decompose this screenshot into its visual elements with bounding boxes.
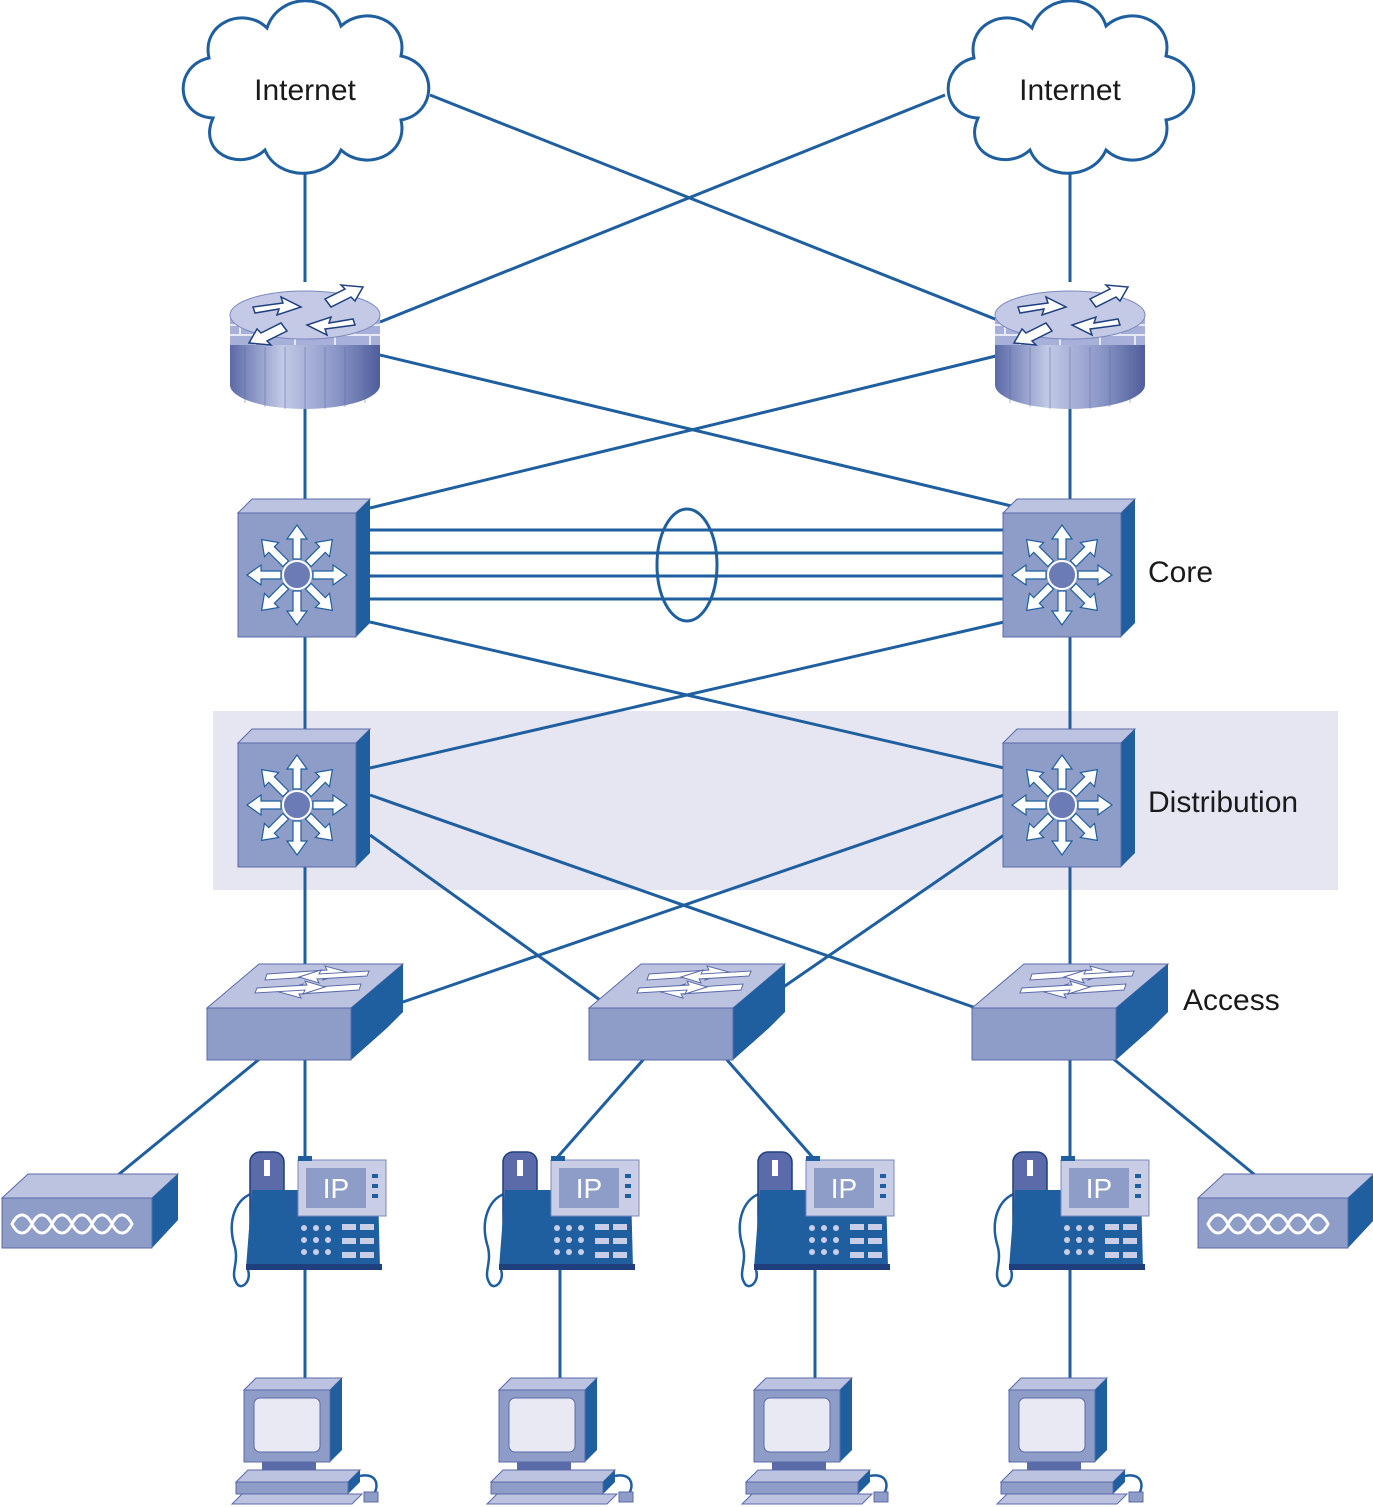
core-switch-right-icon (1003, 499, 1135, 637)
workstation-1-icon (230, 1376, 380, 1506)
distribution-layer-label: Distribution (1148, 786, 1298, 819)
ip-phone-badge: IP (1086, 1173, 1112, 1204)
internet-cloud-left: Internet (181, 0, 431, 175)
network-links (117, 93, 1256, 1380)
workstation-4-icon (995, 1376, 1145, 1506)
internet-cloud-left-label: Internet (254, 74, 356, 107)
access-switch-left-icon (206, 963, 404, 1061)
distribution-switch-right-icon (1003, 729, 1135, 867)
ip-phone-icon (738, 1150, 896, 1288)
internet-cloud-right-label: Internet (1019, 74, 1121, 107)
ip-phone-badge: IP (323, 1173, 349, 1204)
workstation-2-icon (485, 1376, 635, 1506)
access-switch-right-icon (971, 963, 1169, 1061)
ip-phone-icon (230, 1150, 388, 1288)
access-layer-label: Access (1183, 984, 1280, 1017)
workstation-3-icon (740, 1376, 890, 1506)
access-switch-middle-icon (588, 963, 786, 1061)
ip-phone-icon (483, 1150, 641, 1288)
firewall-router-right-icon (994, 284, 1146, 410)
ip-phone-1: IP (230, 1150, 388, 1288)
ip-phone-4: IP (993, 1150, 1151, 1288)
distribution-band (213, 711, 1338, 890)
core-layer-label: Core (1148, 556, 1213, 589)
firewall-router-left-icon (229, 284, 381, 410)
ip-phone-badge: IP (576, 1173, 602, 1204)
internet-cloud-right: Internet (946, 0, 1196, 175)
ip-phone-3: IP (738, 1150, 896, 1288)
ip-phone-icon (993, 1150, 1151, 1288)
ip-phone-badge: IP (831, 1173, 857, 1204)
core-switch-left-icon (238, 499, 370, 637)
distribution-switch-left-icon (238, 729, 370, 867)
ip-phone-2: IP (483, 1150, 641, 1288)
modem-right-icon (1196, 1172, 1373, 1250)
modem-left-icon (0, 1172, 180, 1250)
port-channel-ellipse (655, 507, 719, 623)
